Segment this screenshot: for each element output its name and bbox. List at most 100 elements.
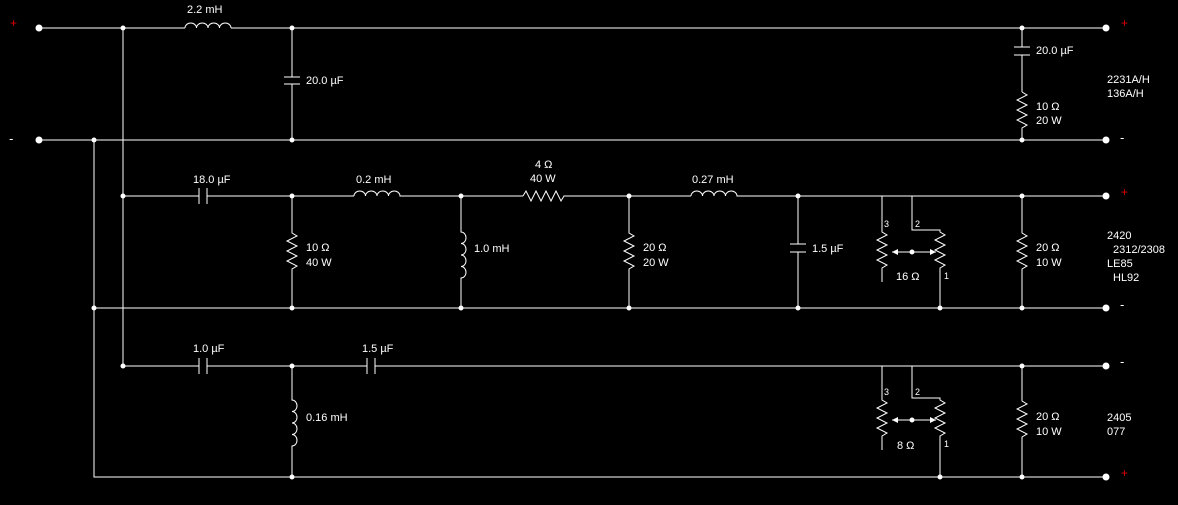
- junction-dot: [909, 417, 915, 423]
- junction-dot: [458, 305, 464, 311]
- mid-series-inductor-1: [353, 190, 523, 197]
- mid-driver-model-4: HL92: [1113, 272, 1139, 284]
- mid-out-plus-terminal: [1102, 192, 1110, 200]
- junction-dot: [458, 193, 464, 199]
- hf-out-plus-terminal: [1102, 24, 1110, 32]
- hf-resistor-value: 10 Ω: [1036, 101, 1060, 113]
- hf-shunt-capacitor-label: 20.0 µF: [306, 75, 344, 87]
- hf-driver-model-1: 2231A/H: [1107, 74, 1150, 86]
- mid-r4-value: 20 Ω: [1036, 242, 1060, 254]
- mid-pot-pin2: 2: [915, 219, 920, 229]
- mid-pot-right: [911, 196, 947, 308]
- junction-dot: [1019, 193, 1025, 199]
- hf-shunt-capacitor: [284, 28, 300, 140]
- mid-c2-label: 1.5 µF: [812, 243, 844, 255]
- mid-shunt-resistor-1: [285, 196, 299, 308]
- mid-section: 18.0 µF 10 Ω 40 W 0.2 mH 1.0 mH 4 Ω 40 W…: [91, 159, 1165, 312]
- junction-dot: [1019, 25, 1025, 31]
- mid-r4-power: 10 W: [1036, 257, 1062, 269]
- low-section: 1.0 µF 0.16 mH 1.5 µF 3 2 1 8 Ω 20 Ω 10 …: [120, 343, 1131, 481]
- mid-driver-model-2: 2312/2308: [1113, 244, 1165, 256]
- junction-dot: [289, 363, 295, 369]
- mid-out-minus-terminal: [1102, 304, 1110, 312]
- hf-driver-model-2: 136A/H: [1107, 88, 1144, 100]
- input-minus-sign: -: [9, 131, 13, 146]
- low-out-bottom-terminal: [1102, 473, 1110, 481]
- junction-dot: [626, 193, 632, 199]
- junction-dot: [120, 363, 126, 369]
- low-r1-power: 10 W: [1036, 426, 1062, 438]
- mid-r3-value: 20 Ω: [643, 242, 667, 254]
- mid-pot-value: 16 Ω: [896, 271, 920, 283]
- junction-dot: [289, 305, 295, 311]
- junction-dot: [937, 305, 943, 311]
- mid-series-capacitor: [198, 188, 354, 204]
- mid-pot-pin1: 1: [944, 271, 949, 281]
- hf-out-minus-sign: -: [1120, 130, 1124, 145]
- low-output-resistor: [1015, 366, 1029, 477]
- hf-inductor: [184, 22, 232, 29]
- junction-dot: [937, 474, 943, 480]
- low-r1-value: 20 Ω: [1036, 411, 1060, 423]
- low-pot-left: [875, 366, 889, 450]
- low-pot-right: [911, 366, 947, 477]
- mid-shunt-inductor: [460, 196, 467, 308]
- hf-resistor-power: 20 W: [1036, 115, 1062, 127]
- low-series-capacitor-1: [185, 358, 367, 374]
- mid-output-resistor: [1015, 196, 1029, 308]
- junction-dot: [1019, 474, 1025, 480]
- mid-pot-left: [875, 196, 889, 282]
- junction-dot: [91, 137, 97, 143]
- low-driver-model-1: 2405: [1107, 412, 1131, 424]
- low-out-bottom-sign: +: [1121, 466, 1128, 480]
- mid-series-resistor: [522, 189, 691, 203]
- low-l1-label: 0.16 mH: [306, 412, 348, 424]
- junction-dot: [1019, 137, 1025, 143]
- low-c2-label: 1.5 µF: [362, 343, 394, 355]
- hf-out-minus-terminal: [1102, 136, 1110, 144]
- low-pot-pin3: 3: [884, 387, 889, 397]
- low-c1-label: 1.0 µF: [193, 343, 225, 355]
- hf-inductor-label: 2.2 mH: [187, 4, 223, 16]
- low-pot-pin2: 2: [915, 387, 920, 397]
- hf-section: 2.2 mH 20.0 µF 20.0 µF 10 Ω 20 W + - 223…: [39, 4, 1150, 145]
- low-pot-pin1: 1: [944, 439, 949, 449]
- low-out-top-sign: -: [1120, 354, 1124, 369]
- mid-out-plus-sign: +: [1121, 185, 1128, 199]
- junction-dot: [909, 249, 915, 255]
- mid-r3-power: 20 W: [643, 257, 669, 269]
- mid-shunt-capacitor: [790, 196, 806, 308]
- hf-resistor: [1015, 91, 1029, 140]
- junction-dot: [1019, 305, 1025, 311]
- mid-r1-value: 10 Ω: [306, 242, 330, 254]
- mid-shunt-resistor-2: [622, 196, 636, 308]
- mid-l1-label: 0.2 mH: [356, 174, 392, 186]
- mid-l2-label: 1.0 mH: [474, 243, 510, 255]
- hf-series-capacitor-label: 20.0 µF: [1036, 45, 1074, 57]
- mid-out-minus-sign: -: [1120, 297, 1124, 312]
- mid-r2-value: 4 Ω: [535, 159, 552, 171]
- mid-pot-pin3: 3: [884, 219, 889, 229]
- junction-dot: [795, 193, 801, 199]
- mid-driver-model-3: LE85: [1107, 258, 1133, 270]
- mid-r1-power: 40 W: [306, 257, 332, 269]
- mid-driver-model-1: 2420: [1107, 230, 1131, 242]
- low-driver-model-2: 077: [1107, 426, 1125, 438]
- junction-dot: [120, 25, 126, 31]
- mid-series-inductor-2: [690, 190, 882, 197]
- low-out-top-terminal: [1102, 362, 1110, 370]
- hf-out-plus-sign: +: [1121, 16, 1128, 30]
- junction-dot: [289, 193, 295, 199]
- hf-series-capacitor: [1014, 28, 1030, 92]
- junction-dot: [289, 474, 295, 480]
- mid-l3-label: 0.27 mH: [692, 174, 734, 186]
- plus-feed-bus: [122, 28, 199, 367]
- low-shunt-inductor: [291, 366, 298, 477]
- minus-return-bus: [93, 140, 1106, 478]
- low-series-capacitor-2: [366, 358, 1106, 374]
- junction-dot: [289, 25, 295, 31]
- low-pot-value: 8 Ω: [897, 440, 914, 452]
- junction-dot: [289, 137, 295, 143]
- junction-dot: [91, 305, 97, 311]
